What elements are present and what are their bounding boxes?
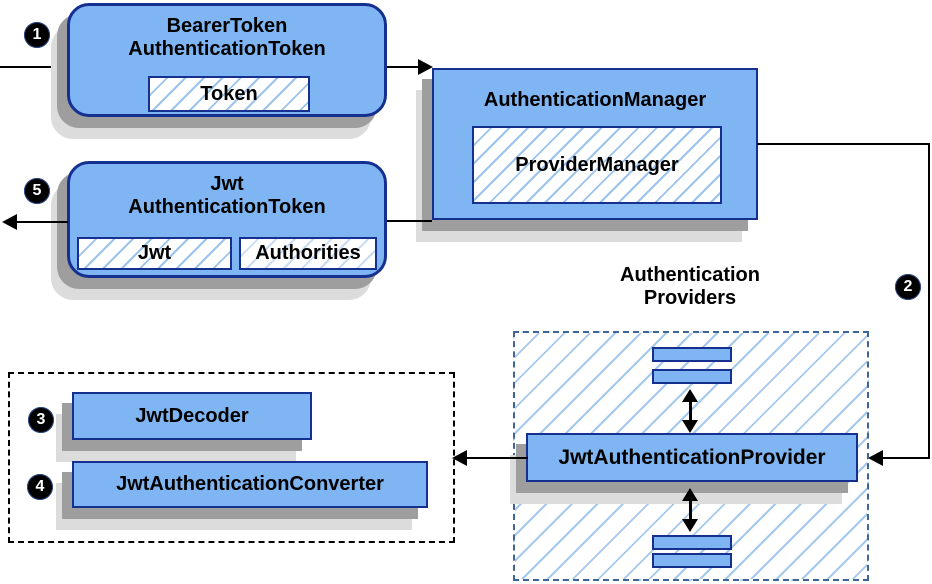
jwt-decoder-box: JwtDecoder (72, 392, 312, 440)
double-arrow-down-icon (682, 420, 698, 433)
manager-to-provider-line-right (928, 143, 930, 458)
bearer-token-authentication-token-box: BearerToken AuthenticationToken Token (67, 3, 387, 117)
authorities-field-box: Authorities (239, 237, 377, 270)
provider-stack-bar (652, 535, 732, 550)
manager-to-provider-line-top (757, 143, 930, 145)
jwt-token-title-line2: AuthenticationToken (128, 196, 326, 218)
converter-arrowhead-icon (452, 450, 467, 466)
providers-label-line2: Providers (643, 287, 737, 309)
token-field-box: Token (148, 76, 310, 112)
provider-stack-bar (652, 553, 732, 568)
provider-stack-bar (652, 369, 732, 384)
bearer-token-title-line2: AuthenticationToken (128, 38, 326, 60)
manager-to-jwt-token-line (387, 220, 432, 222)
bearer-token-title-line1: BearerToken (166, 15, 288, 37)
providers-label-line1: Authentication (620, 264, 760, 286)
manager-to-provider-line-bottom (882, 457, 930, 459)
double-arrow-shaft (689, 498, 692, 522)
authentication-manager-title: AuthenticationManager (483, 89, 707, 111)
jwt-authentication-provider-box: JwtAuthenticationProvider (526, 433, 858, 482)
step-3-badge: 3 (28, 407, 54, 433)
jwt-token-title-line1: Jwt (210, 173, 244, 195)
step-5-badge: 5 (24, 178, 50, 204)
bearer-to-manager-arrowhead-icon (418, 59, 433, 75)
decoder-converter-container (8, 372, 455, 543)
outgoing-flow-arrowhead-icon (2, 214, 17, 230)
provider-manager-box: ProviderManager (472, 126, 722, 204)
outgoing-flow-line (14, 221, 68, 223)
authentication-manager-box: AuthenticationManager ProviderManager (432, 68, 758, 220)
provider-stack-bar (652, 347, 732, 362)
step-4-badge: 4 (27, 474, 53, 500)
step-2-badge: 2 (895, 274, 921, 300)
double-arrow-up-icon (682, 389, 698, 402)
authentication-providers-label: Authentication Providers (565, 264, 815, 310)
bearer-to-manager-line (387, 66, 420, 68)
provider-to-converter-line (466, 457, 528, 459)
jwt-authentication-token-box: Jwt AuthenticationToken Jwt Authorities (67, 161, 387, 278)
step-1-badge: 1 (24, 22, 50, 48)
jwt-field-box: Jwt (77, 237, 232, 270)
double-arrow-shaft (689, 399, 692, 423)
incoming-flow-line (0, 66, 68, 68)
jwt-authentication-converter-box: JwtAuthenticationConverter (72, 461, 428, 508)
double-arrow-up-icon (682, 488, 698, 501)
double-arrow-down-icon (682, 519, 698, 532)
provider-arrowhead-icon (868, 450, 883, 466)
